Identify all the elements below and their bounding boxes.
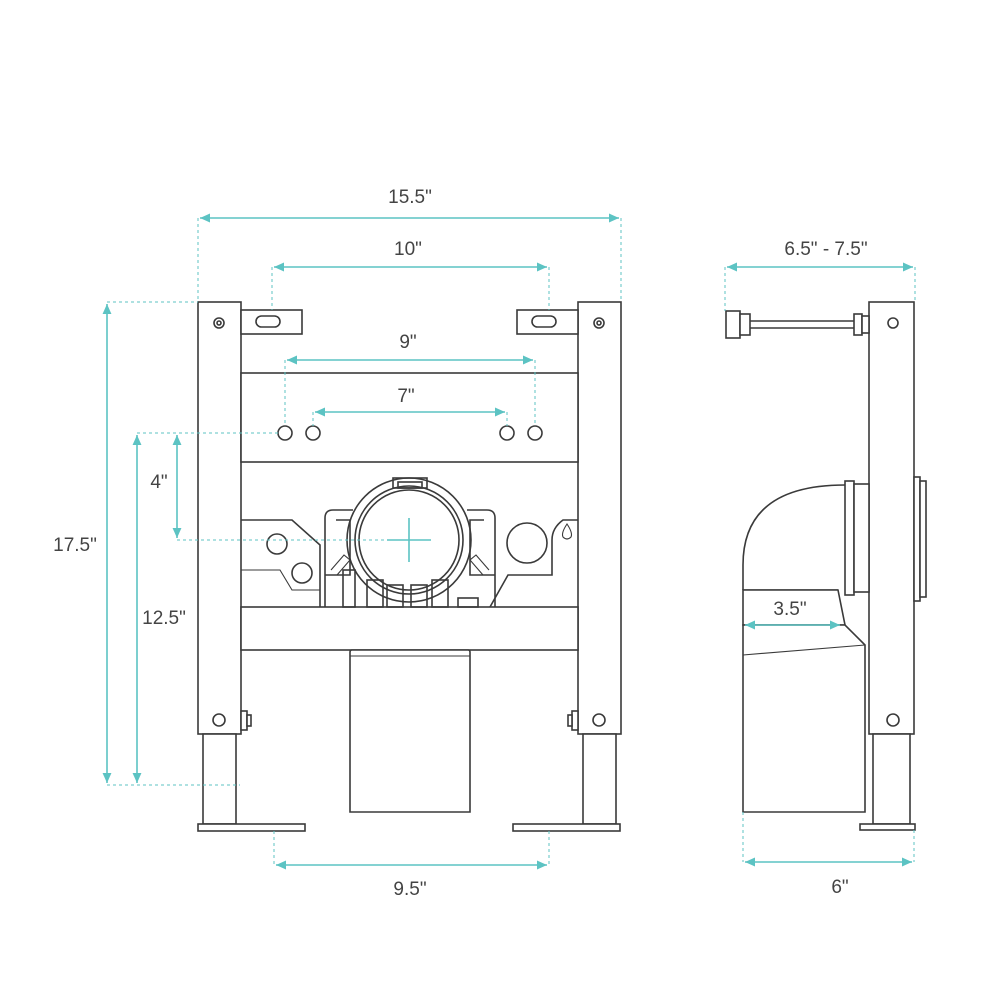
lower-cross-bar bbox=[240, 606, 579, 651]
side-mounting-rod bbox=[725, 310, 870, 339]
front-dimensions bbox=[102, 213, 622, 870]
overall-height-label: 17.5" bbox=[53, 535, 97, 556]
outlet-collar bbox=[324, 477, 496, 608]
left-frame-post bbox=[197, 301, 306, 832]
middle-bracket-plate bbox=[241, 519, 578, 608]
side-frame-post bbox=[859, 301, 927, 831]
base-depth-label: 6" bbox=[831, 877, 848, 898]
right-mounting-bracket bbox=[516, 309, 579, 335]
upper-cross-plate bbox=[240, 372, 579, 463]
outlet-height-label: 12.5" bbox=[142, 608, 186, 629]
right-frame-post bbox=[512, 301, 622, 832]
slot-spacing-label: 10" bbox=[394, 239, 422, 260]
front-view: 15.5" 10" 9" 7" 4" 17.5" 12.5" 9.5" bbox=[53, 187, 622, 900]
outer-holes-label: 9" bbox=[399, 332, 416, 353]
side-view: 6.5" - 7.5" 3.5" 6" bbox=[724, 239, 927, 898]
side-dimensions bbox=[724, 262, 916, 867]
left-mounting-bracket bbox=[240, 309, 303, 335]
holes-to-outlet-label: 4" bbox=[150, 472, 167, 493]
side-elbow-pipe bbox=[742, 480, 870, 813]
inner-holes-label: 7" bbox=[397, 386, 414, 407]
overall-width-label: 15.5" bbox=[388, 187, 432, 208]
wall-depth-label: 6.5" - 7.5" bbox=[784, 239, 867, 260]
elbow-width-label: 3.5" bbox=[773, 599, 806, 620]
waste-pipe bbox=[349, 649, 471, 813]
feet-spacing-label: 9.5" bbox=[393, 879, 426, 900]
